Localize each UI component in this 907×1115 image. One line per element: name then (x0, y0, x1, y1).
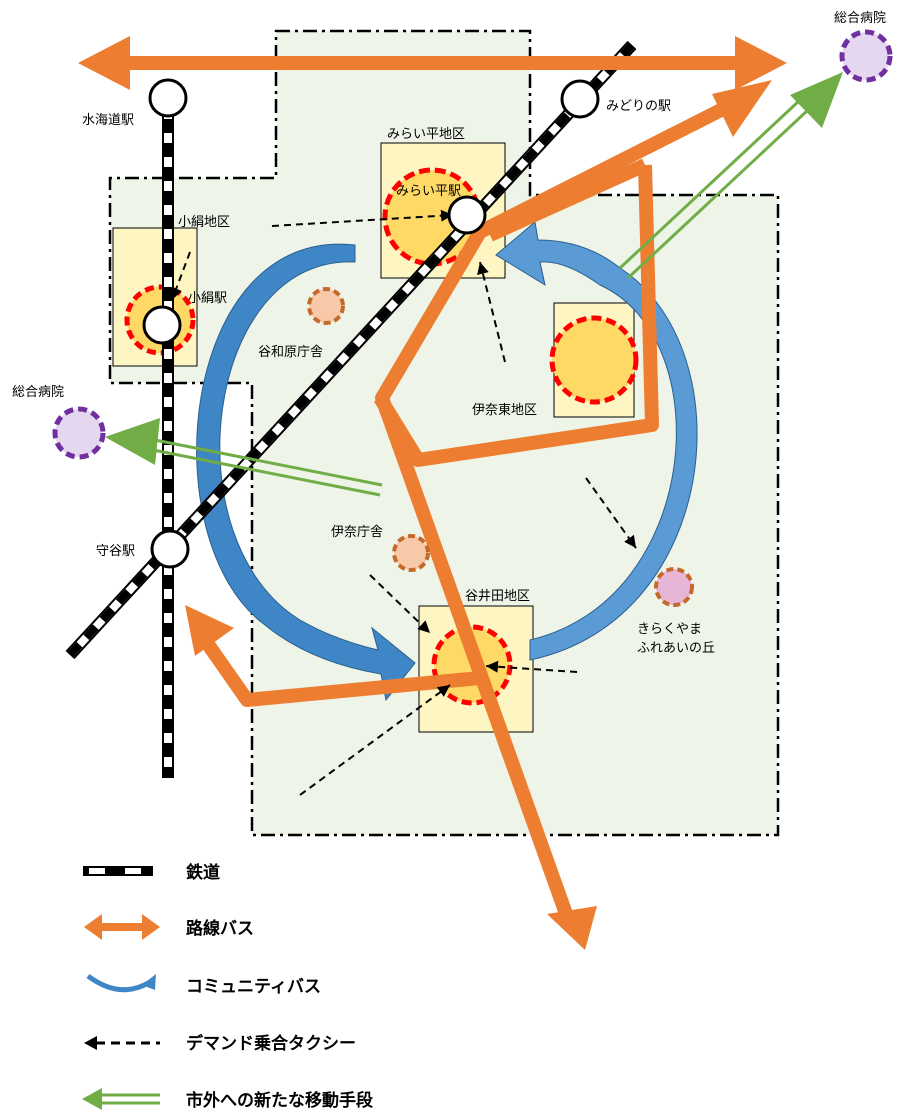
district-label-mirai-daira: みらい平地区 (387, 127, 465, 142)
station-label-moriya: 守谷駅 (96, 544, 135, 559)
legend-route-bus-label: 路線バス (186, 918, 254, 939)
legend-community-bus-symbol (86, 973, 156, 993)
station-markers (142, 78, 600, 569)
community-bus-loop (196, 221, 698, 702)
station-mizukaido (148, 78, 188, 118)
hospital-w-marker (52, 406, 106, 460)
station-label-mirai-daira: みらい平駅 (396, 184, 461, 199)
hospital-w-label: 総合病院 (12, 385, 64, 400)
district-label-yawata: 谷井田地区 (465, 589, 530, 604)
legend-demand-taxi-label: デマンド乗合タクシー (186, 1033, 356, 1054)
yawarahara-office-marker (307, 287, 345, 325)
legend-route-bus-symbol (84, 914, 160, 940)
hub-ina-higashi (549, 315, 639, 405)
demand-taxi-arrows (170, 209, 637, 796)
kirakuyama-label-2: ふれあいの丘 (637, 641, 715, 656)
station-midori (560, 79, 600, 119)
legend-new-transport-label: 市外への新たな移動手段 (186, 1090, 373, 1111)
new-transport-arrows (142, 98, 810, 497)
legend-railway-symbol (83, 866, 153, 876)
legend: 鉄道 路線バス コミュニティバス デマンド乗合タクシー 市外への新たな移動手段 (82, 862, 373, 1111)
ina-office-marker (392, 534, 430, 572)
route-bus-arrowheads (78, 36, 787, 950)
new-transport-arrowheads (105, 72, 843, 465)
legend-community-bus-label: コミュニティバス (186, 977, 321, 997)
kirakuyama-marker (654, 567, 694, 607)
route-bus-network (110, 56, 755, 928)
station-moriya (150, 529, 190, 569)
legend-demand-taxi-symbol (84, 1036, 160, 1050)
district-label-ina-higashi: 伊奈東地区 (472, 402, 537, 418)
legend-railway-label: 鉄道 (186, 862, 220, 883)
station-label-midori: みどりの駅 (606, 99, 671, 114)
hospital-ne-marker (839, 29, 893, 83)
ina-office-label: 伊奈庁舎 (331, 525, 383, 540)
hospital-ne-label: 総合病院 (834, 11, 886, 26)
yawarahara-office-label: 谷和原庁舎 (258, 345, 323, 360)
kirakuyama-label-1: きらくやま (637, 622, 702, 637)
station-mirai-daira (447, 195, 487, 235)
district-label-kokinu: 小絹地区 (178, 215, 230, 230)
station-kokinu (142, 305, 182, 345)
station-label-mizukaido: 水海道駅 (82, 113, 134, 128)
station-label-kokinu: 小絹駅 (188, 291, 227, 306)
legend-new-transport-symbol (82, 1088, 160, 1110)
